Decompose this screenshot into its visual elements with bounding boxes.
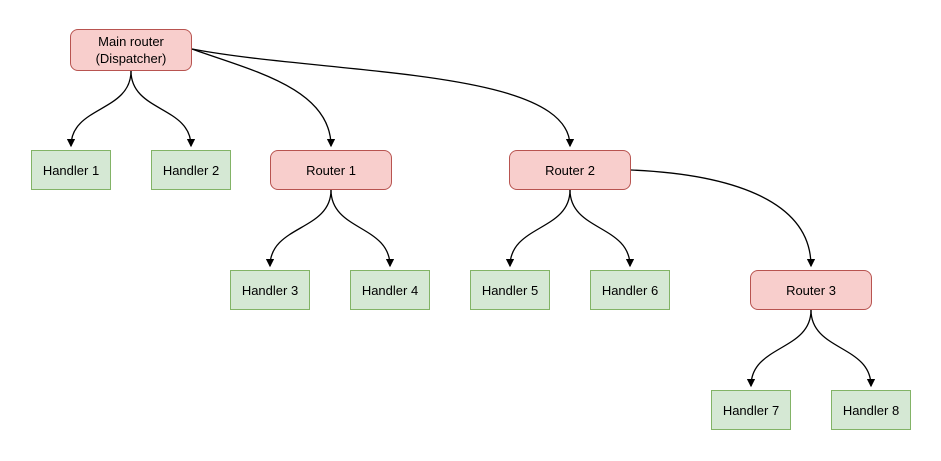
edge-router-2-to-handler-5 <box>505 189 571 268</box>
edge-router-3-to-handler-8 <box>810 309 876 388</box>
node-handler-4: Handler 4 <box>350 270 430 310</box>
node-router-3: Router 3 <box>750 270 872 310</box>
node-handler-8: Handler 8 <box>831 390 911 430</box>
edge-router-2-to-router-3 <box>630 169 816 268</box>
edge-main-router-to-router-1 <box>191 48 336 148</box>
node-handler-7: Handler 7 <box>711 390 791 430</box>
node-handler-6-label: Handler 6 <box>601 282 659 298</box>
node-handler-5: Handler 5 <box>470 270 550 310</box>
edge-main-router-to-router-2 <box>191 48 575 148</box>
node-handler-6: Handler 6 <box>590 270 670 310</box>
node-handler-4-label: Handler 4 <box>361 282 419 298</box>
node-handler-3-label: Handler 3 <box>241 282 299 298</box>
node-handler-2-label: Handler 2 <box>162 162 220 178</box>
node-handler-2: Handler 2 <box>151 150 231 190</box>
node-main-router: Main router (Dispatcher) <box>70 29 192 71</box>
node-handler-8-label: Handler 8 <box>842 402 900 418</box>
node-router-1-label: Router 1 <box>306 162 356 178</box>
node-router-1: Router 1 <box>270 150 392 190</box>
edge-main-router-to-handler-2 <box>130 70 196 148</box>
node-handler-3: Handler 3 <box>230 270 310 310</box>
node-handler-1-label: Handler 1 <box>42 162 100 178</box>
node-router-2-label: Router 2 <box>545 162 595 178</box>
node-main-router-label-line2: (Dispatcher) <box>95 51 167 66</box>
node-handler-5-label: Handler 5 <box>481 282 539 298</box>
node-main-router-label-line1: Main router <box>98 34 164 49</box>
edge-main-router-to-handler-1 <box>66 70 132 148</box>
node-handler-1: Handler 1 <box>31 150 111 190</box>
edge-router-1-to-handler-3 <box>265 189 332 268</box>
node-handler-7-label: Handler 7 <box>722 402 780 418</box>
edge-router-1-to-handler-4 <box>330 189 395 268</box>
edge-router-2-to-handler-6 <box>569 189 635 268</box>
edge-router-3-to-handler-7 <box>746 309 812 388</box>
node-router-3-label: Router 3 <box>786 282 836 298</box>
node-router-2: Router 2 <box>509 150 631 190</box>
